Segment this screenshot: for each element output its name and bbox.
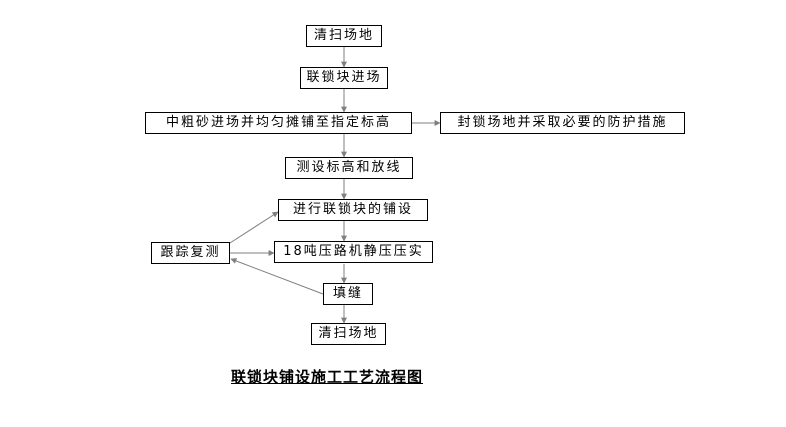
step-clean-site-1: 清扫场地 — [306, 25, 382, 47]
step-seal-site: 封锁场地并采取必要的防护措施 — [440, 112, 685, 134]
arrow-fill-to-retest — [230, 258, 324, 295]
step-block-entry: 联锁块进场 — [300, 67, 388, 89]
step-roller-compact: 18吨压路机静压压实 — [274, 241, 433, 263]
step-clean-site-2: 清扫场地 — [311, 323, 386, 345]
step-lay-blocks: 进行联锁块的铺设 — [278, 199, 428, 221]
diagram-caption: 联锁块铺设施工工艺流程图 — [231, 368, 424, 386]
arrow-retest-to-lay — [229, 211, 279, 244]
step-sand-spread: 中粗砂进场并均匀摊铺至指定标高 — [145, 112, 412, 134]
step-fill-joints: 填缝 — [323, 283, 373, 305]
step-track-retest: 跟踪复测 — [151, 242, 230, 264]
step-survey: 测设标高和放线 — [285, 157, 413, 179]
